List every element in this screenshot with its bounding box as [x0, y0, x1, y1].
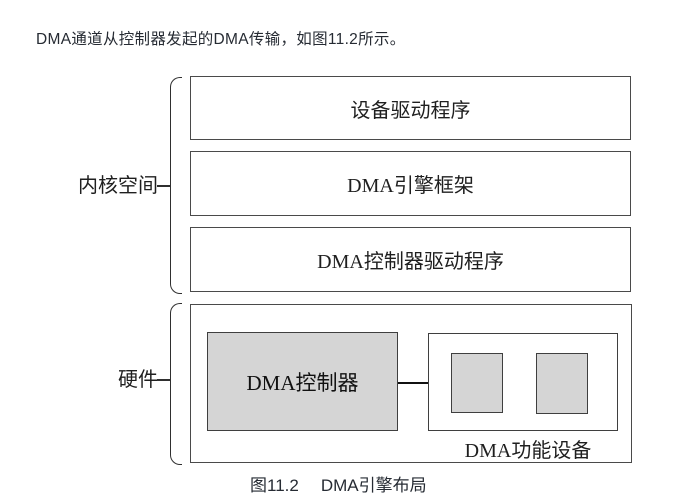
dma-controller-label: DMA控制器 [246, 370, 359, 395]
controller-to-device-arrow-line [398, 382, 443, 384]
hardware-label: 硬件 [118, 369, 158, 391]
dma-channel-box [451, 353, 503, 413]
kernel-box-dma-controller-driver: DMA控制器驱动程序 [190, 227, 631, 292]
hardware-dash [157, 379, 170, 381]
figure-caption: 图11.2 DMA引擎布局 [250, 471, 427, 496]
figure-caption-title: DMA引擎布局 [320, 476, 427, 495]
kernel-box-device-driver-label: 设备驱动程序 [350, 99, 471, 122]
dma-device-box [428, 333, 618, 431]
kernel-space-label: 内核空间 [78, 175, 158, 197]
hardware-brace [170, 303, 182, 465]
dma-device-label: DMA功能设备 [464, 440, 592, 462]
kernel-space-brace [170, 77, 182, 294]
figure-caption-number: 图11.2 [250, 476, 299, 495]
dma-channel-box [536, 353, 588, 414]
kernel-box-dma-engine-framework-label: DMA引擎框架 [347, 175, 474, 197]
kernel-box-device-driver: 设备驱动程序 [190, 76, 631, 140]
kernel-box-dma-controller-driver-label: DMA控制器驱动程序 [317, 251, 504, 273]
kernel-box-dma-engine-framework: DMA引擎框架 [190, 151, 631, 216]
kernel-space-dash [157, 185, 170, 187]
intro-paragraph: DMA通道从控制器发起的DMA传输，如图11.2所示。 [36, 31, 406, 48]
dma-controller-box: DMA控制器 [207, 332, 398, 431]
